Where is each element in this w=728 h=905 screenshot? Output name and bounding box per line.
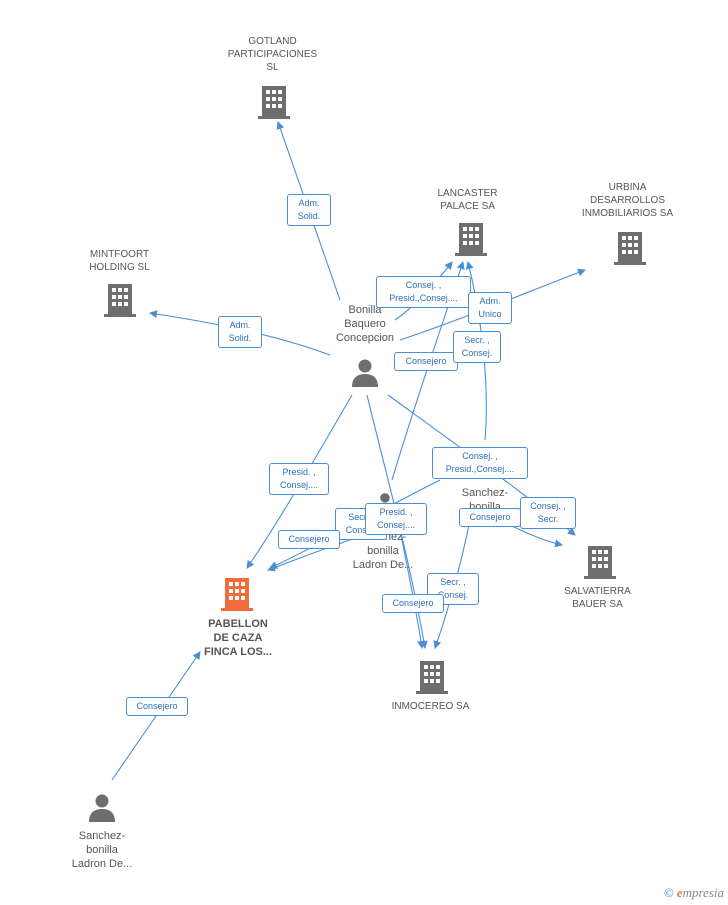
brand-logo: ©empresia bbox=[663, 885, 724, 900]
building-icon[interactable] bbox=[614, 230, 646, 266]
edge-sanchezcenter-pabellon bbox=[267, 539, 351, 572]
relation-label[interactable]: Consejero bbox=[382, 594, 444, 613]
relation-label[interactable]: Presid. , Consej.... bbox=[365, 503, 427, 535]
node-label-bonilla-baquero: Bonilla Baquero Concepcion bbox=[335, 304, 395, 344]
relation-label[interactable]: Consej. , Presid.,Consej.... bbox=[432, 447, 528, 479]
relation-label[interactable]: Consejero bbox=[459, 508, 521, 527]
person-icon[interactable] bbox=[350, 358, 380, 388]
node-label-gotland: GOTLAND PARTICIPACIONES SL bbox=[227, 36, 318, 73]
node-label-pabellon: PABELLON DE CAZA FINCA LOS... bbox=[203, 618, 273, 658]
relation-label[interactable]: Consejero bbox=[126, 697, 188, 716]
building-icon[interactable] bbox=[258, 84, 290, 120]
node-label-lancaster: LANCASTER PALACE SA bbox=[437, 188, 498, 212]
person-icon[interactable] bbox=[87, 793, 117, 823]
node-label-urbina: URBINA DESARROLLOS INMOBILIARIOS SA bbox=[581, 182, 674, 219]
node-label-inmocereo: INMOCEREO SA bbox=[391, 701, 470, 712]
relation-label[interactable]: Consejero bbox=[278, 530, 340, 549]
relation-label[interactable]: Adm. Solid. bbox=[287, 194, 331, 226]
relation-label[interactable]: Adm. Unico bbox=[468, 292, 512, 324]
building-icon[interactable] bbox=[104, 282, 136, 318]
relation-label[interactable]: Consej. , Presid.,Consej.... bbox=[376, 276, 471, 308]
building-icon[interactable] bbox=[455, 221, 487, 257]
relation-label[interactable]: Consejero bbox=[394, 352, 458, 371]
node-label-salvatierra: SALVATIERRA BAUER SA bbox=[564, 586, 631, 610]
relation-label[interactable]: Presid. , Consej.... bbox=[269, 463, 329, 495]
edge-sanchezbottom-pabellon bbox=[111, 651, 201, 781]
building-icon[interactable] bbox=[221, 576, 253, 612]
node-label-sanchez-bottom: Sanchez- bonilla Ladron De... bbox=[71, 830, 133, 870]
relation-label[interactable]: Adm. Solid. bbox=[218, 316, 262, 348]
relation-label[interactable]: Consej. , Secr. bbox=[520, 497, 576, 529]
node-label-mintfoort: MINTFOORT HOLDING SL bbox=[89, 249, 150, 273]
relation-label[interactable]: Secr. , Consej. bbox=[453, 331, 501, 363]
building-icon[interactable] bbox=[416, 659, 448, 695]
building-icon[interactable] bbox=[584, 544, 616, 580]
